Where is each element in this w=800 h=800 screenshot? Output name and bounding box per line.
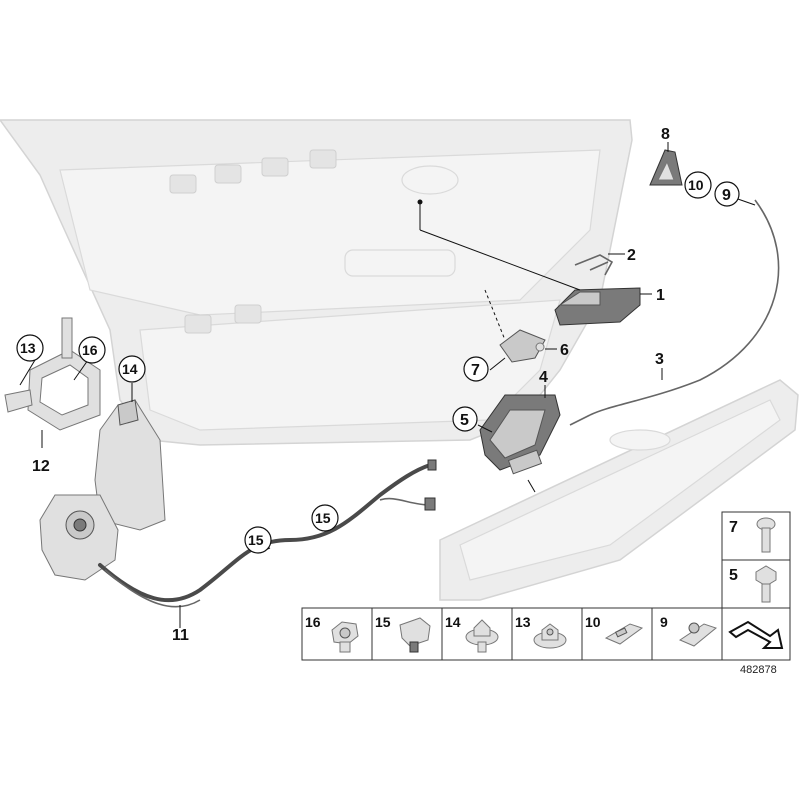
callout-7-circle [463,356,489,382]
callout-15a: 15 [248,532,264,548]
callout-14: 14 [122,361,138,377]
callout-7: 7 [471,362,480,379]
part-12-bracket [4,317,101,431]
clip-15-icon [399,617,431,653]
callout-16: 16 [82,342,98,358]
part-3-cable [569,199,780,426]
arrow-symbol-icon [728,620,784,649]
table-label-10: 10 [585,614,601,630]
callout-2: 2 [627,247,636,264]
table-side-label-5: 5 [729,567,738,584]
clip-9-icon [678,622,718,647]
callout-10-circle [684,171,712,199]
reference-number: 482878 [740,664,777,676]
callout-3: 3 [655,351,664,368]
clip-10-icon [604,623,644,645]
part-15-harness [98,459,437,608]
part-14-housing [94,399,166,531]
table-label-13: 13 [515,614,531,630]
callout-6: 6 [560,342,569,359]
part-6-catch [499,329,546,363]
table-label-16: 16 [305,614,321,630]
callout-5: 5 [460,412,469,429]
callout-8: 8 [661,126,670,143]
tailgate-panel [0,119,633,446]
screw-7-icon [756,517,776,553]
callout-1: 1 [656,287,665,304]
callout-14-circle [118,355,146,383]
callout-15b: 15 [315,510,331,526]
fastener-table-bottom: 16 15 14 13 10 9 [301,607,791,661]
nut-16-icon [331,621,359,653]
callouts: 1 2 3 4 5 6 7 8 9 10 11 12 13 14 15 15 1… [16,126,740,644]
callout-10: 10 [688,177,704,193]
fastener-table-side: 7 5 [721,511,791,609]
callout-13-circle [16,334,44,362]
part-11-drive-unit [39,494,119,581]
part-4-lock [479,394,561,475]
part-2-bracket [574,254,614,276]
callout-4: 4 [539,369,548,386]
table-label-9: 9 [660,614,668,630]
callout-13: 13 [20,340,36,356]
callout-5-circle [452,406,478,432]
part-8-grip [649,149,683,186]
nut-14-icon [465,619,499,653]
callout-9-circle [714,181,740,207]
callout-11: 11 [172,627,189,644]
part-1-tailgate-switch [554,287,641,326]
callout-16-circle [78,336,106,364]
callout-12: 12 [32,458,50,475]
callout-15b-circle [311,504,339,532]
rear-trim-panel [439,379,799,601]
bolt-5-icon [755,565,777,603]
nut-13-icon [533,623,567,649]
leader-lines [19,142,756,628]
callout-15a-circle [244,526,272,554]
table-side-label-7: 7 [729,519,738,536]
callout-9: 9 [722,187,731,204]
table-label-14: 14 [445,614,461,630]
table-label-15: 15 [375,614,391,630]
